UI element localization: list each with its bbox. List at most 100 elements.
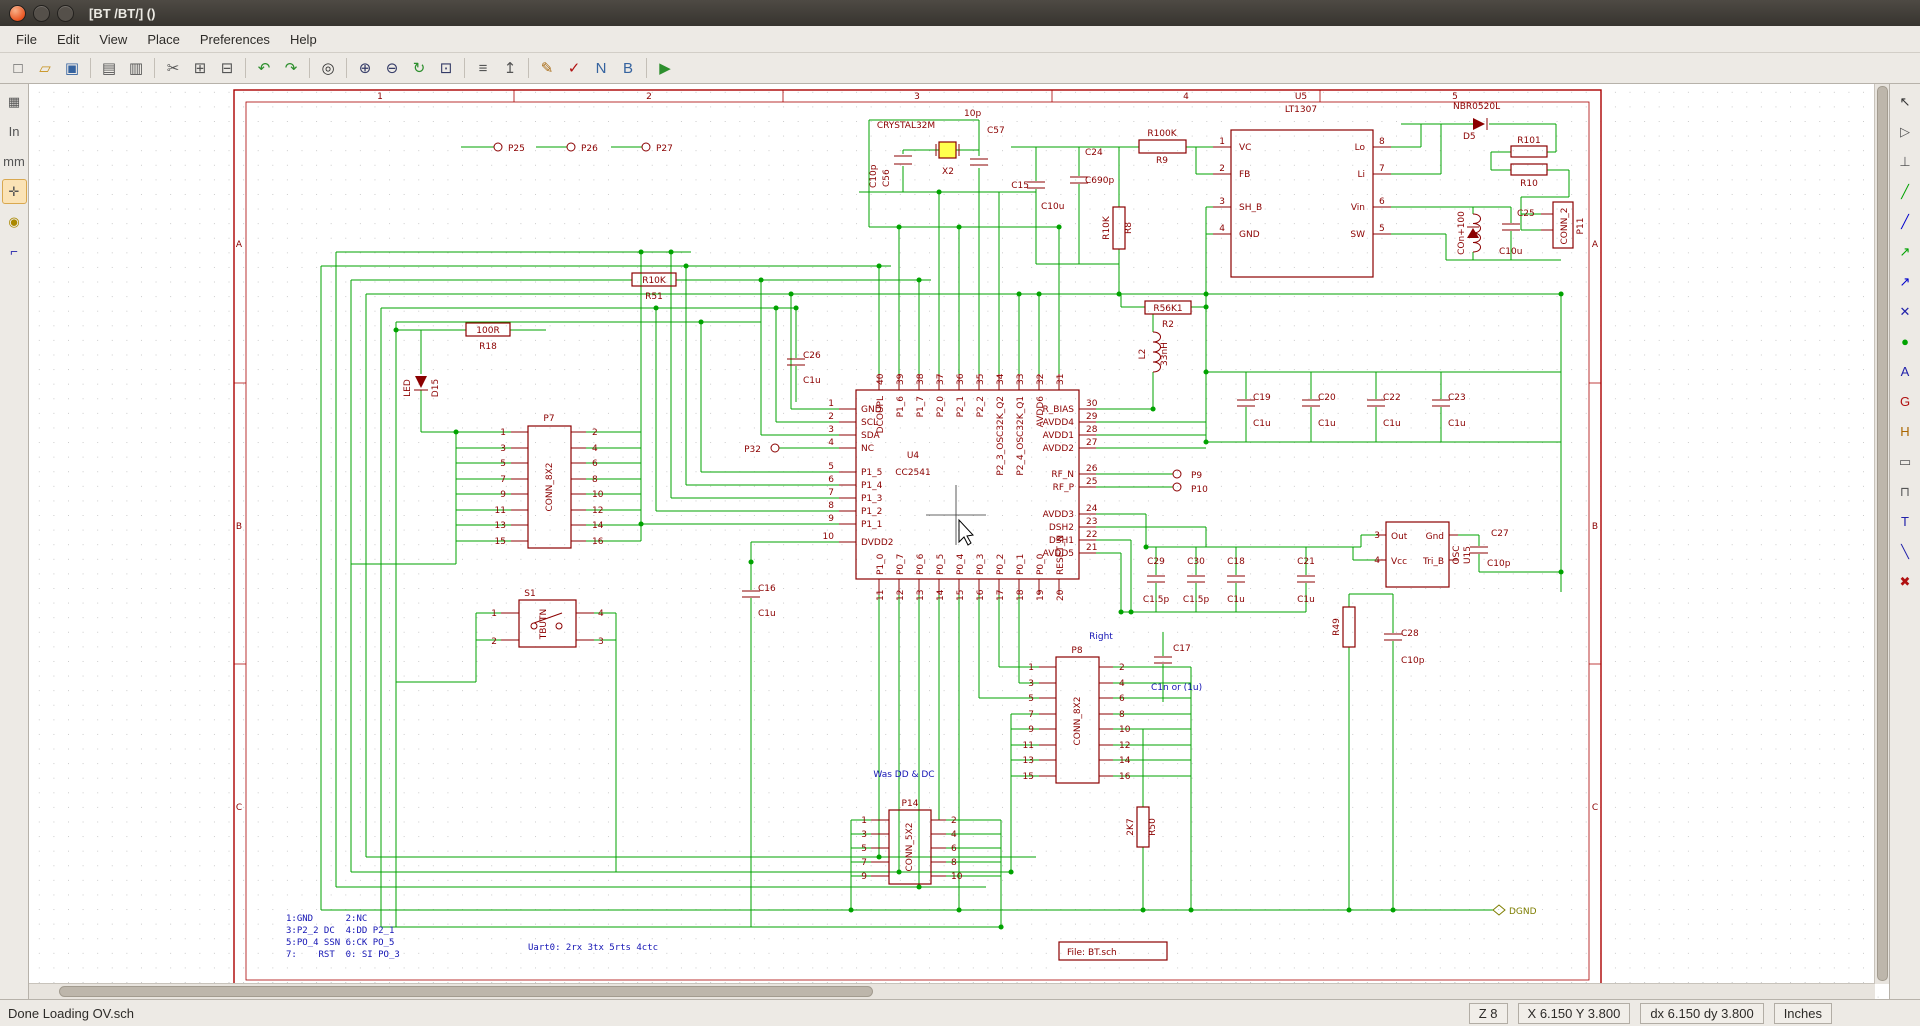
schematic-text: 6 (951, 844, 957, 854)
vertical-scrollbar[interactable] (1874, 84, 1889, 984)
units-inches-button[interactable]: In (8, 124, 20, 139)
zoom-fit-button[interactable]: ⊡ (439, 59, 453, 77)
place-bus-button[interactable]: ╱ (1901, 213, 1909, 229)
cut-button[interactable]: ✂ (166, 59, 180, 77)
erc-button[interactable]: ✓ (567, 59, 581, 77)
schematic-text: Uart0: 2rx 3tx 5rts 4ctc (528, 943, 658, 953)
titlebar: [BT /BT/] () (0, 0, 1920, 26)
menu-preferences[interactable]: Preferences (199, 31, 270, 47)
horizontal-scrollbar[interactable] (29, 983, 1875, 999)
schematic-text: S1 (524, 589, 535, 599)
zoom-redraw-button[interactable]: ↻ (412, 59, 426, 77)
netlist-button[interactable]: N (595, 59, 607, 77)
component-p11-conn (1552, 201, 1574, 249)
place-sheet-button[interactable]: ▭ (1898, 453, 1912, 469)
place-global-label-button[interactable]: G (1899, 394, 1911, 409)
leave-sheet-button[interactable]: ↥ (503, 59, 517, 77)
horizontal-scrollbar-thumb[interactable] (59, 986, 874, 997)
delete-item-button[interactable]: ✖ (1899, 573, 1911, 589)
schematic-text: Li (1357, 170, 1365, 180)
inductor-coils (1152, 213, 1481, 373)
bom-button[interactable]: B (622, 59, 633, 77)
import-sheet-pin-button[interactable]: ⊓ (1899, 483, 1911, 499)
schematic-text: COn+100 (1457, 211, 1467, 255)
schematic-text: 2K7 (1126, 818, 1136, 835)
place-text-button[interactable]: T (1901, 514, 1909, 529)
menu-view[interactable]: View (99, 31, 128, 47)
new-schematic-button[interactable]: □ (13, 59, 23, 77)
schematic-text: C28 (1401, 629, 1419, 639)
place-power-port-button[interactable]: ⊥ (1899, 153, 1911, 169)
schematic-text: U5 (1295, 92, 1307, 102)
vertical-scrollbar-thumb[interactable] (1877, 86, 1888, 981)
testpoint-p25 (493, 142, 503, 152)
zoom-out-button[interactable]: ⊖ (385, 59, 399, 77)
sheet-frame (233, 89, 1602, 987)
menu-edit[interactable]: Edit (56, 31, 80, 47)
save-button[interactable]: ▣ (64, 59, 80, 77)
schematic-text: 5:PO_4 SSN 6:CK PO_5 (286, 938, 394, 948)
find-button[interactable]: ◎ (321, 59, 335, 77)
component-s1-button (518, 599, 577, 648)
schematic-text: 14 (936, 589, 946, 601)
schematic-text: P0_3 (976, 554, 986, 575)
schematic-text: P1_7 (916, 396, 926, 417)
redo-button[interactable]: ↷ (284, 59, 298, 77)
component-r101 (1510, 145, 1548, 158)
schematic-text: C1u (1318, 419, 1336, 429)
run-pcbnew-button[interactable]: ▶ (659, 59, 671, 77)
show-hidden-pins-button[interactable]: ◉ (8, 213, 20, 229)
schematic-text: TBUTN (539, 609, 549, 641)
schematic-text: C16 (758, 584, 776, 594)
schematic-text: 8 (951, 858, 957, 868)
component-r10 (1510, 163, 1548, 176)
close-button[interactable] (9, 4, 26, 22)
bus-to-bus-entry-button[interactable]: ↗ (1899, 273, 1911, 289)
schematic-text: 39 (896, 373, 906, 385)
schematic-text: 33 (1016, 374, 1026, 385)
schematic-text: LT1307 (1285, 105, 1317, 115)
maximize-button[interactable] (57, 4, 74, 22)
zoom-in-button[interactable]: ⊕ (358, 59, 372, 77)
open-schematic-button[interactable]: ▱ (39, 59, 51, 77)
schematic-text: 24 (1086, 504, 1098, 514)
menu-place[interactable]: Place (147, 31, 180, 47)
place-junction-button[interactable]: ● (1901, 334, 1909, 349)
place-graphic-line-button[interactable]: ╲ (1901, 543, 1909, 559)
minimize-button[interactable] (33, 4, 50, 22)
copy-button[interactable]: ⊞ (193, 59, 207, 77)
annotate-button[interactable]: ✎ (540, 59, 554, 77)
print-button[interactable]: ▥ (128, 59, 144, 77)
schematic-text: P1_3 (861, 494, 882, 504)
undo-button[interactable]: ↶ (257, 59, 271, 77)
schematic-text: C25 (1517, 209, 1535, 219)
cursor-tool-button[interactable]: ↖ (1899, 93, 1911, 109)
paste-button[interactable]: ⊟ (220, 59, 234, 77)
component-r2 (1144, 300, 1192, 315)
place-hierarchical-label-button[interactable]: H (1900, 424, 1910, 439)
toggle-grid-button[interactable]: ▦ (7, 93, 21, 109)
cursor-shape-button[interactable]: ✛ (1, 179, 27, 204)
place-component-button[interactable]: ▷ (1900, 123, 1910, 139)
units-mm-button[interactable]: mm (3, 154, 25, 169)
schematic-text: P7 (543, 414, 554, 424)
schematic-text: Vin (1351, 203, 1365, 213)
schematic-text: Lo (1355, 143, 1366, 153)
place-wire-button[interactable]: ╱ (1901, 183, 1909, 199)
schematic-text: 6 (1119, 694, 1125, 704)
toolbar-separator (245, 58, 246, 78)
hierarchy-navigator-button[interactable]: ≡ (478, 59, 488, 77)
toolbar-separator (154, 58, 155, 78)
menu-help[interactable]: Help (289, 31, 317, 47)
schematic-text: C1u (803, 376, 821, 386)
crosshair-cursor (926, 485, 986, 545)
wire-to-bus-entry-button[interactable]: ↗ (1899, 243, 1911, 259)
schematic-text: C18 (1227, 557, 1245, 567)
place-no-connect-button[interactable]: ✕ (1899, 303, 1911, 319)
schematic-text: P10 (1191, 485, 1208, 495)
sheet-settings-button[interactable]: ▤ (101, 59, 117, 77)
hv-wire-mode-button[interactable]: ⌐ (10, 244, 18, 259)
menu-file[interactable]: File (16, 31, 37, 47)
place-net-label-button[interactable]: A (1900, 364, 1910, 379)
